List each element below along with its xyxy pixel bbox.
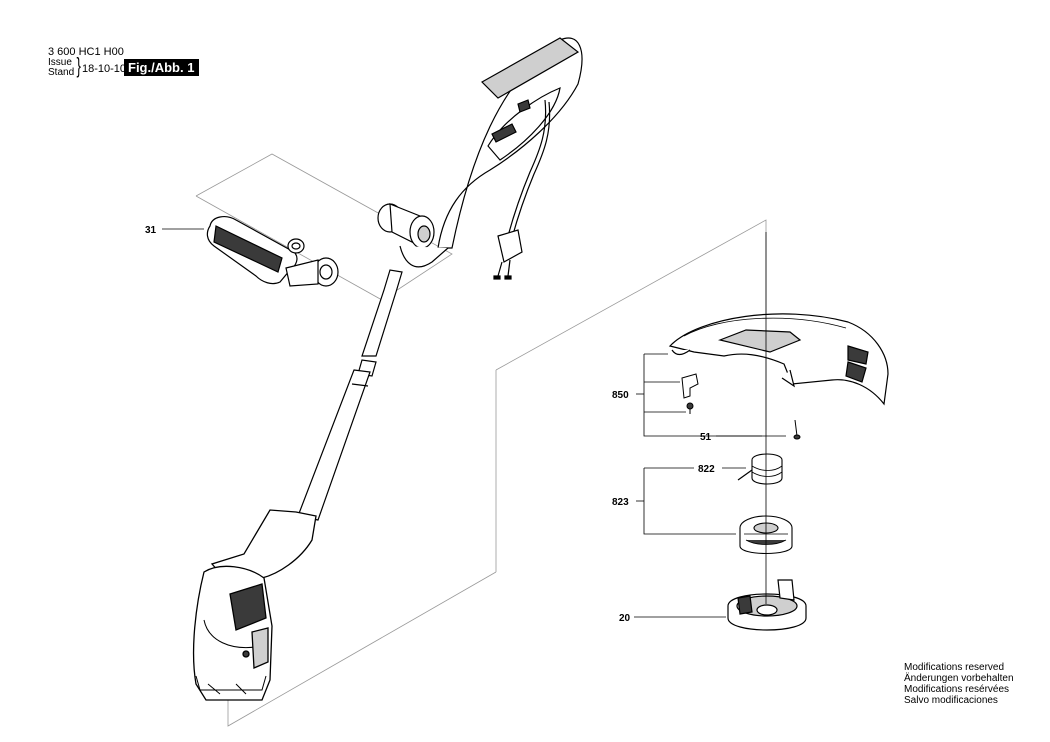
modifications-notice: Modifications reserved Änderungen vorbeh… [904,662,1014,706]
head-assembly-frame [227,219,767,727]
document-number: 3 600 HC1 H00 [48,46,124,58]
part-label-31: 31 [145,225,157,236]
figure-badge: Fig./Abb. 1 [124,59,200,76]
notice-line-en: Modifications reserved [904,662,1005,673]
part-label-51: 51 [700,432,712,443]
guard-screw [686,402,694,414]
notice-line-fr: Modifications resérvées [904,684,1010,695]
shaft-tube [297,269,403,521]
power-cable [493,99,551,280]
joint-knob [377,203,449,268]
stand-label: Stand [48,67,75,78]
part-label-823: 823 [612,497,629,508]
brace-symbol: } [76,53,81,78]
notice-line-de: Änderungen vorbehalten [904,673,1014,684]
leader-lines [162,228,786,618]
spool-cover-20 [727,579,807,631]
issue-label: Issue [48,57,72,68]
main-handle [437,37,583,249]
motor-housing [192,509,317,701]
notice-line-es: Salvo modificaciones [904,695,998,706]
part-label-822: 822 [698,464,715,475]
spring-822 [737,453,783,485]
part-label-20: 20 [619,613,631,624]
guard-850 [668,313,889,406]
issue-date: 18-10-10 [82,63,127,75]
guard-clip [681,373,699,399]
auxiliary-handle [206,216,339,287]
part-label-850: 850 [612,390,629,401]
screw-51 [793,419,801,440]
